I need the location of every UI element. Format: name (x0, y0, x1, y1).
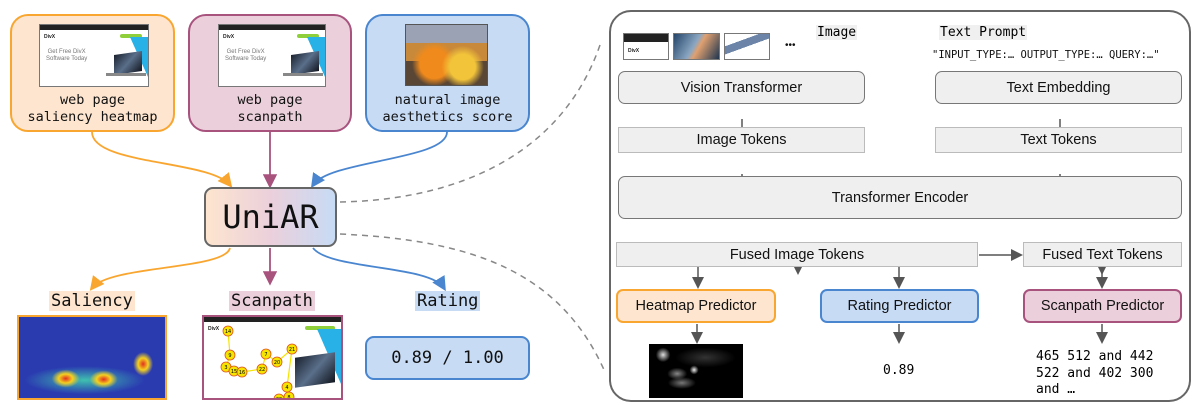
rating-predictor: Rating Predictor (820, 289, 979, 323)
fused-text-tokens: Fused Text Tokens (1023, 242, 1182, 267)
arrow-rating-in (310, 131, 448, 188)
svg-text:8: 8 (287, 395, 290, 400)
task-label: scanpath (237, 109, 303, 125)
arrow-saliency-in (91, 131, 233, 188)
arrow-saliency-out (89, 247, 231, 291)
task-label: saliency heatmap (27, 109, 158, 125)
heatmap-predictor: Heatmap Predictor (616, 289, 776, 323)
text-prompt-label: Text Prompt (939, 25, 1028, 40)
task-label: aesthetics score (382, 109, 513, 125)
brand-text: DivX (44, 34, 56, 40)
image-label: Image (816, 25, 858, 40)
fixation-marker: 29 (273, 393, 285, 400)
image-patch-thumbnail (673, 33, 720, 60)
scanpath-output-line: and … (1036, 382, 1076, 397)
text-embedding: Text Embedding (935, 71, 1182, 104)
task-label: natural image (394, 92, 501, 108)
rating-output-box: 0.89 / 1.00 (365, 336, 530, 380)
svg-text:22: 22 (259, 367, 265, 373)
dashed-link-bottom (339, 233, 606, 373)
headline: Software Today (46, 56, 88, 62)
fixation-marker: 20 (271, 356, 283, 368)
uniar-model-box: UniAR (204, 187, 337, 247)
svg-text:20: 20 (274, 360, 280, 366)
fixation-marker: 22 (256, 363, 268, 375)
svg-text:7: 7 (264, 352, 267, 358)
svg-text:14: 14 (225, 329, 231, 335)
fixation-marker: 4 (281, 381, 293, 393)
svg-text:21: 21 (289, 347, 295, 353)
fixation-marker: 9 (224, 349, 236, 361)
arrow-rating-out (312, 247, 446, 292)
rating-output: 0.89 (883, 363, 915, 378)
saliency-label: Saliency (49, 291, 135, 311)
scanpath-predictor: Scanpath Predictor (1023, 289, 1182, 323)
text-tokens: Text Tokens (935, 127, 1182, 153)
image-patch-thumbnail (724, 33, 770, 60)
fixation-marker: 3 (220, 361, 232, 373)
brand-text: DivX (208, 326, 220, 332)
headline: Software Today (225, 56, 267, 62)
fused-image-tokens: Fused Image Tokens (616, 242, 978, 267)
svg-text:29: 29 (276, 397, 282, 400)
fixation-marker: 7 (260, 348, 272, 360)
fruit-stand-photo (405, 24, 488, 86)
dashed-link-top (339, 44, 601, 203)
scanpath-label: Scanpath (229, 291, 315, 311)
headline: Get Free DivX (47, 49, 86, 55)
brand-text: DivX (223, 34, 235, 40)
laptop-image (291, 51, 319, 75)
fixation-marker: 21 (286, 343, 298, 355)
laptop-image (114, 51, 142, 75)
rating-label: Rating (415, 291, 481, 311)
headline: Get Free DivX (226, 49, 265, 55)
svg-text:3: 3 (224, 365, 227, 371)
text-prompt: "INPUT_TYPE:… OUTPUT_TYPE:… QUERY:…" (932, 49, 1160, 61)
scanpath-output-line: 465 512 and 442 (1036, 349, 1154, 364)
ellipsis: ••• (785, 40, 796, 51)
svg-text:15: 15 (231, 369, 237, 375)
brand-text: DivX (628, 48, 640, 54)
svg-text:4: 4 (285, 385, 288, 391)
saliency-heatmap-output (17, 315, 167, 400)
fixation-marker: 16 (236, 366, 248, 378)
heatmap-output-image (649, 344, 743, 398)
transformer-encoder: Transformer Encoder (618, 176, 1182, 219)
svg-text:16: 16 (239, 370, 245, 376)
architecture-panel (609, 10, 1191, 402)
task-label: web page (237, 92, 303, 108)
image-patch-thumbnail: DivX (623, 33, 669, 60)
fixation-marker: 14 (222, 325, 234, 337)
svg-text:9: 9 (228, 353, 231, 359)
vision-transformer: Vision Transformer (618, 71, 865, 104)
task-label: web page (59, 92, 126, 108)
scanpath-output-line: 522 and 402 300 (1036, 365, 1154, 381)
fixation-marker: 8 (283, 391, 295, 400)
image-tokens: Image Tokens (618, 127, 865, 153)
scanpath-output: 465 512 and 442 522 and 402 300 and … (1036, 349, 1153, 399)
